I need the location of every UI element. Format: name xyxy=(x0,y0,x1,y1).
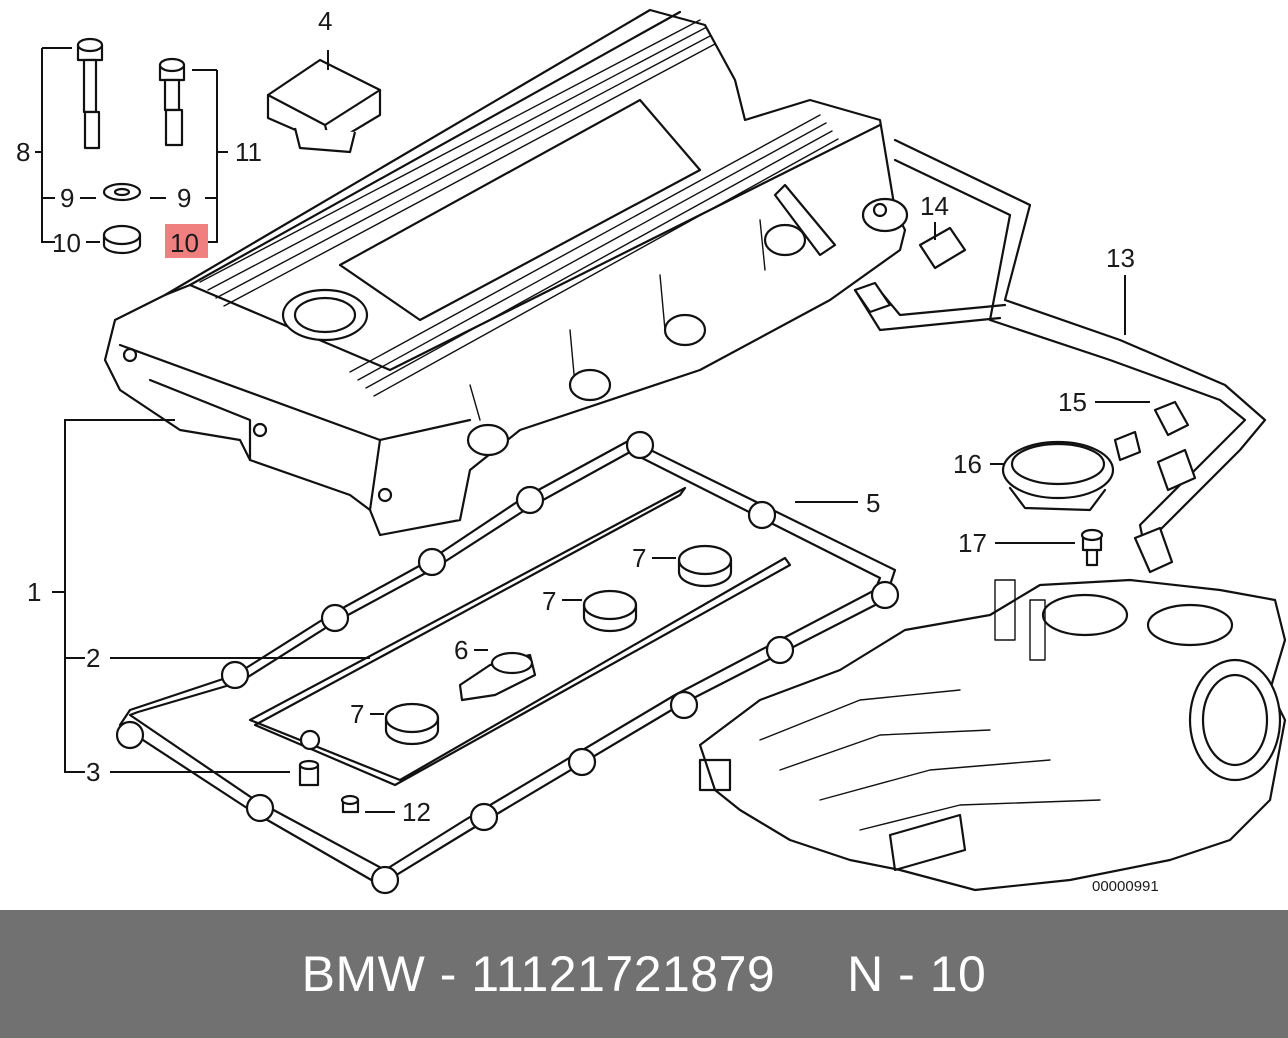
callout-17: 17 xyxy=(958,528,987,558)
callout-12: 12 xyxy=(402,797,431,827)
callout-9-left: 9 xyxy=(60,183,74,213)
exploded-view-drawing: 1 2 3 4 5 6 7 7 7 8 9 9 10 10 11 12 13 1… xyxy=(16,6,1287,895)
callout-11: 11 xyxy=(235,137,262,167)
callout-15: 15 xyxy=(1058,387,1087,417)
bolt-set xyxy=(35,37,228,255)
valve-cover xyxy=(103,8,909,537)
part-number-text: BMW - 11121721879 N - 10 xyxy=(301,946,987,1002)
callout-7-bottom: 7 xyxy=(350,699,364,729)
part-number-banner: BMW - 11121721879 N - 10 xyxy=(0,910,1288,1038)
callout-7-middle: 7 xyxy=(542,586,556,616)
callout-8: 8 xyxy=(16,137,30,167)
breather-hose xyxy=(853,138,1267,574)
callout-6: 6 xyxy=(454,635,468,665)
valve-cover-gasket xyxy=(115,430,900,895)
drawing-number: 00000991 xyxy=(1092,878,1159,895)
callout-9-right: 9 xyxy=(177,183,191,213)
spark-plug-seals xyxy=(384,544,733,746)
callout-2: 2 xyxy=(86,643,100,673)
callout-16: 16 xyxy=(953,449,982,479)
callout-5: 5 xyxy=(866,488,880,518)
highlight-box xyxy=(165,224,208,258)
intake-manifold xyxy=(698,578,1287,892)
parts-diagram: 1 2 3 4 5 6 7 7 7 8 9 9 10 10 11 12 13 1… xyxy=(16,6,1287,895)
spark-plug-gasket xyxy=(248,486,792,787)
callout-10-left: 10 xyxy=(52,228,81,258)
callout-14: 14 xyxy=(920,191,949,221)
callout-1: 1 xyxy=(27,577,41,607)
small-bolts xyxy=(298,528,1104,814)
oil-filler-cap xyxy=(266,58,382,154)
callout-7-top: 7 xyxy=(632,543,646,573)
callout-leaders xyxy=(52,50,1150,813)
callout-labels: 1 2 3 4 5 6 7 7 7 8 9 9 10 10 11 12 13 1… xyxy=(16,6,1159,895)
callout-13: 13 xyxy=(1106,243,1135,273)
callout-3: 3 xyxy=(86,757,100,787)
callout-10-highlighted: 10 xyxy=(170,228,199,258)
callout-4: 4 xyxy=(318,6,332,36)
